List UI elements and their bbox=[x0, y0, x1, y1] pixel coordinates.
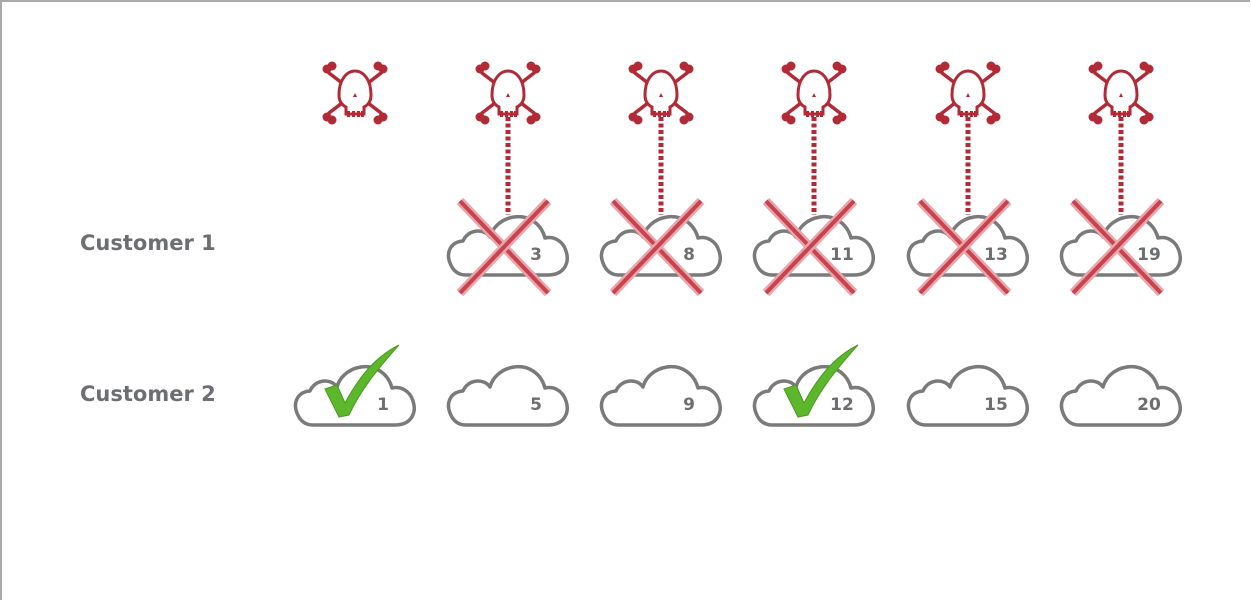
cloud-icon: 20 bbox=[1059, 364, 1182, 427]
skull-crossbones-icon bbox=[320, 59, 390, 127]
cloud-number: 5 bbox=[530, 395, 542, 415]
row-label-customer-2: Customer 2 bbox=[80, 382, 216, 406]
cloud-icon: 3 bbox=[446, 214, 569, 277]
cloud-number: 15 bbox=[984, 395, 1008, 415]
cloud-number: 19 bbox=[1137, 245, 1161, 265]
cloud-number: 9 bbox=[683, 395, 695, 415]
cloud-icon: 15 bbox=[906, 364, 1029, 427]
x-mark-icon bbox=[609, 197, 705, 297]
cloud-icon: 5 bbox=[446, 364, 569, 427]
x-mark-icon bbox=[762, 197, 858, 297]
cloud-number: 20 bbox=[1137, 395, 1161, 415]
skull-crossbones-icon bbox=[933, 59, 1003, 127]
checkmark-icon bbox=[324, 344, 400, 418]
cloud-number: 1 bbox=[377, 395, 389, 415]
skull-crossbones-icon bbox=[1086, 59, 1156, 127]
cloud-icon: 11 bbox=[752, 214, 875, 277]
x-mark-icon bbox=[456, 197, 552, 297]
cloud-icon: 8 bbox=[599, 214, 722, 277]
cloud-icon: 9 bbox=[599, 364, 722, 427]
row-label-customer-1: Customer 1 bbox=[80, 231, 216, 255]
cloud-number: 8 bbox=[683, 245, 695, 265]
skull-crossbones-icon bbox=[626, 59, 696, 127]
skull-crossbones-icon bbox=[779, 59, 849, 127]
cloud-number: 13 bbox=[984, 245, 1008, 265]
cloud-icon: 1 bbox=[293, 364, 416, 427]
x-mark-icon bbox=[916, 197, 1012, 297]
cloud-icon: 12 bbox=[752, 364, 875, 427]
cloud-icon: 19 bbox=[1059, 214, 1182, 277]
x-mark-icon bbox=[1069, 197, 1165, 297]
checkmark-icon bbox=[783, 344, 859, 418]
skull-crossbones-icon bbox=[473, 59, 543, 127]
cloud-icon: 13 bbox=[906, 214, 1029, 277]
cloud-number: 3 bbox=[530, 245, 542, 265]
cloud-number: 11 bbox=[830, 245, 854, 265]
cloud-number: 12 bbox=[830, 395, 854, 415]
